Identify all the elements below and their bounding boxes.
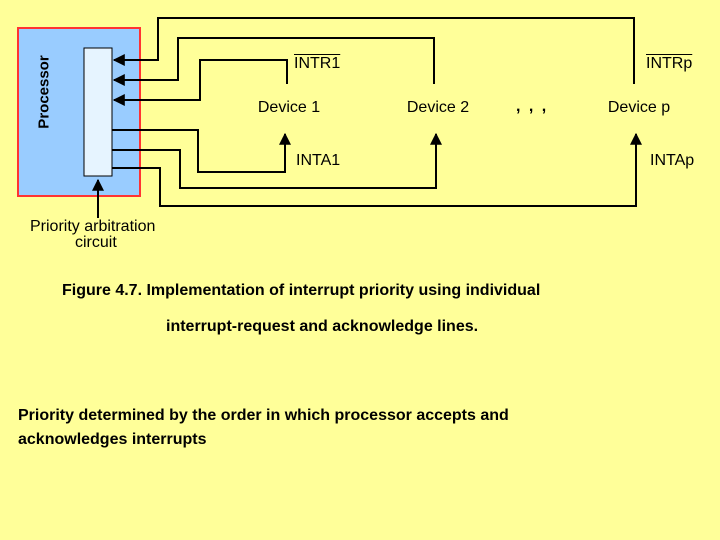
intrp-label: INTRp (646, 55, 693, 72)
intrp-line (112, 17, 635, 84)
inta1-line (112, 129, 291, 173)
note-line1: Priority determined by the order in whic… (18, 407, 509, 424)
arbitration-label-line1: Priority arbitration (30, 218, 156, 235)
figure-caption-line1: Figure 4.7. Implementation of interrupt … (62, 282, 541, 299)
intr2-line (112, 37, 435, 86)
intap-line (112, 132, 642, 207)
device-1-box (230, 84, 348, 130)
processor-label: Processor (35, 55, 53, 129)
device-p-box (578, 84, 700, 130)
inta2-line (112, 132, 442, 189)
ellipsis-label: , , , (516, 98, 549, 115)
note-line2: acknowledges interrupts (18, 431, 207, 448)
arbitration-label-line2: circuit (75, 234, 117, 251)
intr1-line (112, 59, 288, 106)
device-2-label: Device 2 (406, 99, 470, 116)
priority-arbitration-circuit (83, 47, 113, 177)
intap-label: INTAp (650, 152, 695, 169)
device-2-box (376, 84, 500, 130)
device-1-label: Device 1 (257, 99, 321, 116)
intr1-label: INTR1 (294, 55, 341, 72)
figure-caption-line2: interrupt-request and acknowledge lines. (166, 318, 479, 335)
inta1-label: INTA1 (296, 152, 341, 169)
device-p-label: Device p (607, 99, 671, 116)
